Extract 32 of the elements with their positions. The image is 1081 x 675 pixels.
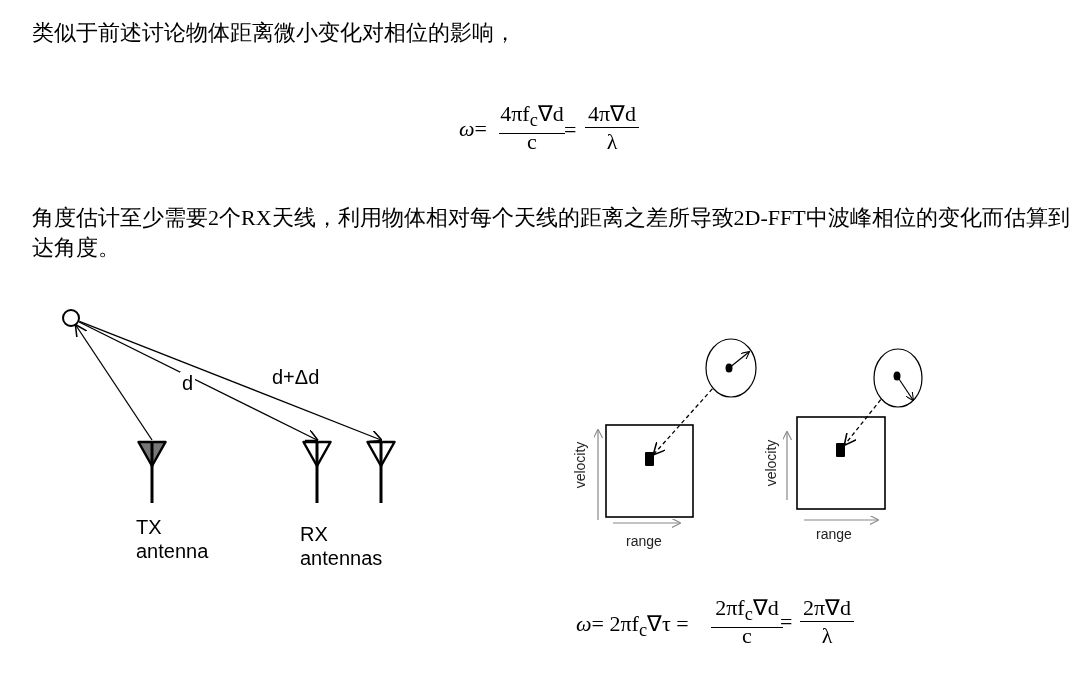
formula-text: = [780, 609, 793, 635]
dashed-arrow [843, 399, 882, 447]
range-velocity-map [796, 416, 886, 510]
antenna-label: TX antenna [136, 515, 210, 563]
phase-circle [873, 348, 923, 408]
numerator: 4π∇d [585, 101, 639, 128]
numerator: 4πf$_{c}$∇d [499, 101, 565, 135]
object-circle [62, 309, 80, 327]
denominator: λ [820, 624, 834, 648]
paragraph: 类似于前述讨论物体距离微小变化对相位的影响， [32, 19, 517, 47]
axis-label: velocity [763, 439, 779, 487]
dashed-arrow [652, 388, 713, 456]
formula-text: ω= 2πf$_{c}$∇τ = [576, 611, 689, 643]
denominator: λ [605, 130, 619, 154]
antenna-label: RX antennas [300, 522, 384, 570]
phase-circle [705, 338, 757, 398]
axis-label: range [816, 526, 852, 542]
range-velocity-map [605, 424, 694, 518]
antenna [137, 440, 167, 503]
axis-label: range [626, 533, 662, 549]
formula-text: = [564, 117, 577, 143]
peak-marker [645, 452, 654, 466]
axis-label: velocity [572, 441, 588, 489]
arrow [78, 321, 319, 442]
arrow [78, 320, 383, 443]
antenna [302, 440, 332, 503]
peak-marker [836, 443, 845, 457]
paragraph: 角度估计至少需要2个RX天线，利用物体相对每个天线的距离之差所导致2D-FFT中波峰相位的变化而估算到达角度。 [32, 204, 1071, 262]
antenna [366, 440, 396, 503]
arrow [74, 323, 153, 441]
numerator: 2π∇d [800, 595, 854, 622]
formula-text: ω= [459, 116, 487, 142]
